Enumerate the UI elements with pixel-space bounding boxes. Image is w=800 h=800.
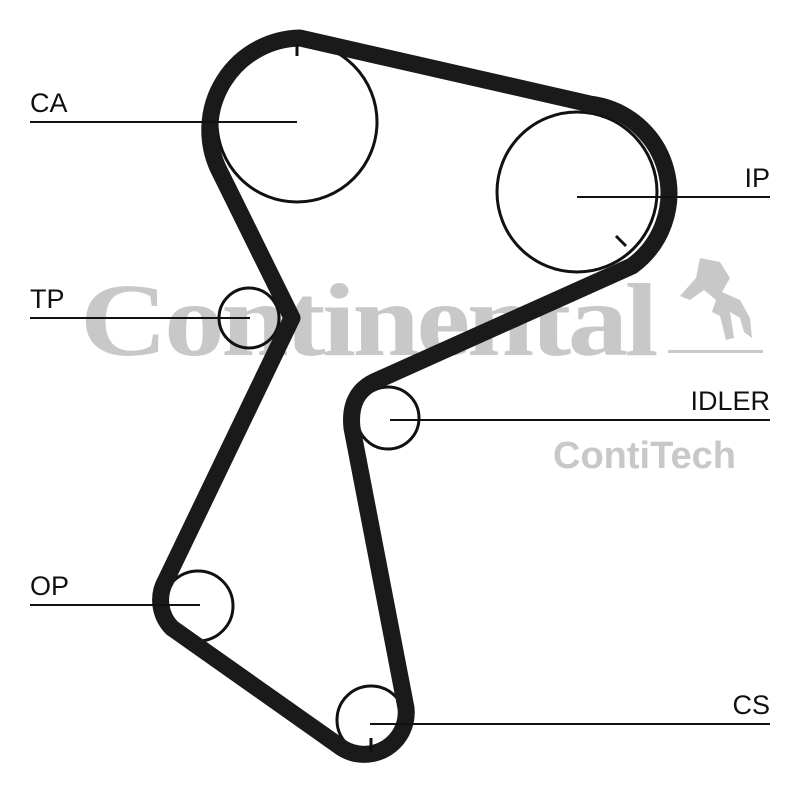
- timing-mark-ip: [614, 234, 628, 248]
- contitech-logo-text: ContiTech: [553, 435, 736, 477]
- continental-watermark: Continental ContiTech: [80, 258, 763, 477]
- horse-logo-icon: [668, 258, 763, 353]
- label-ip: IP: [744, 163, 770, 193]
- label-ca: CA: [30, 88, 68, 118]
- label-tp: TP: [30, 284, 65, 314]
- label-cs: CS: [732, 690, 770, 720]
- label-op: OP: [30, 571, 69, 601]
- label-idler: IDLER: [690, 386, 770, 416]
- pulley-ip: [495, 110, 659, 274]
- continental-logo-text: Continental: [80, 263, 657, 378]
- timing-belt: [152, 29, 678, 763]
